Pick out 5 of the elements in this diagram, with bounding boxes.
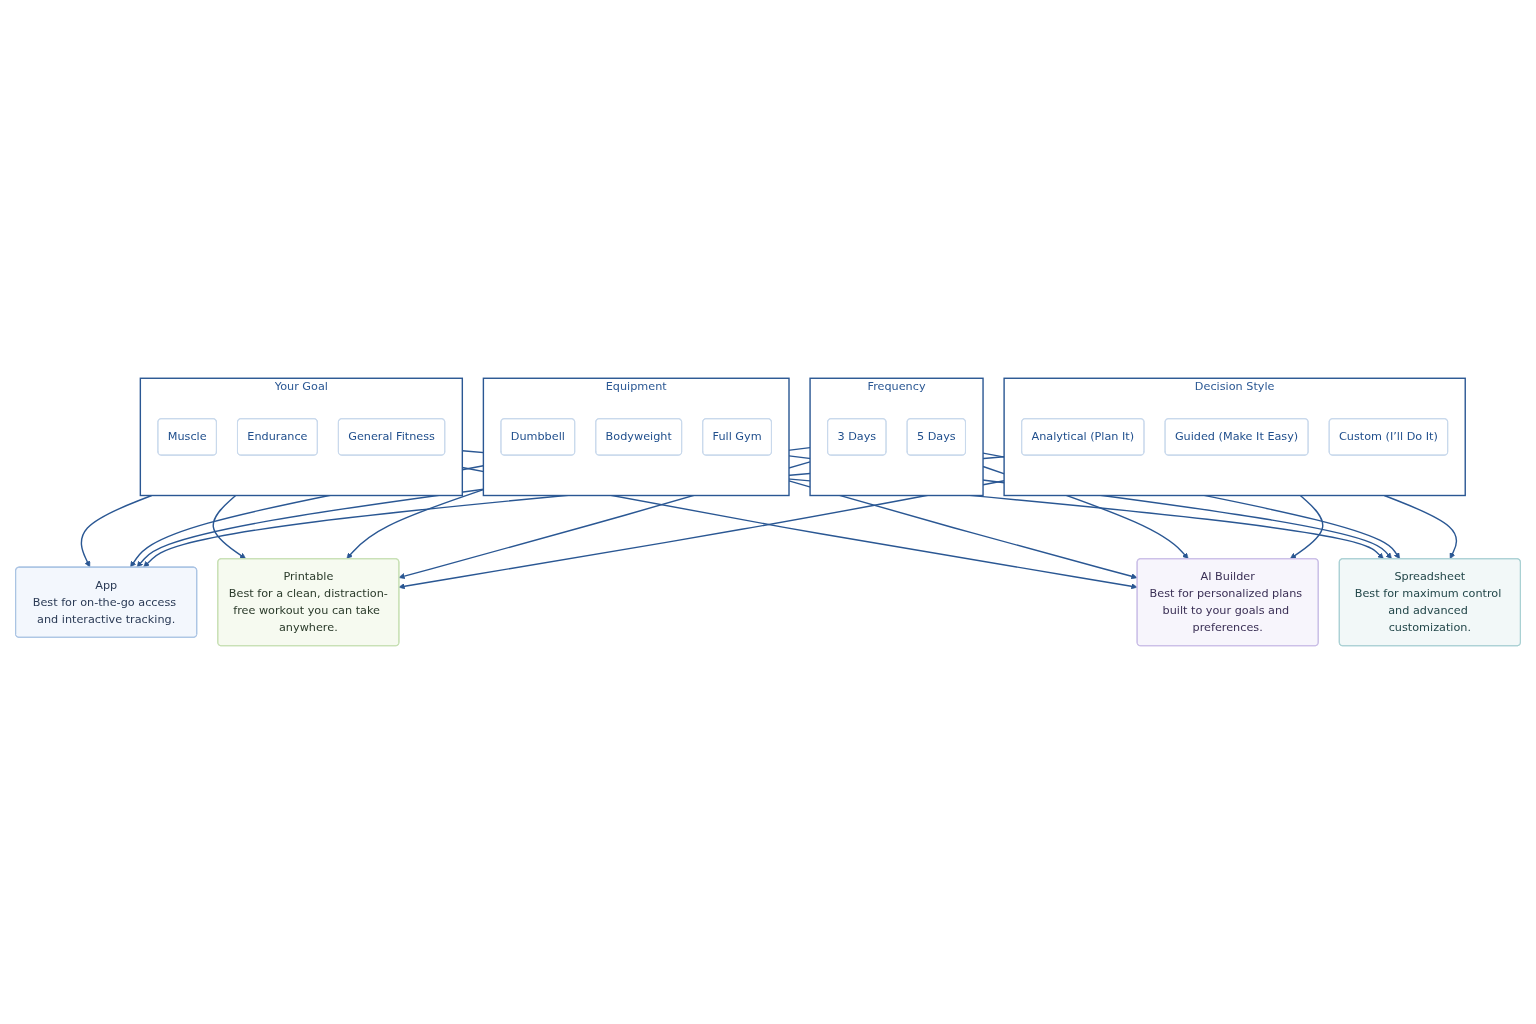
arrow [212, 494, 246, 559]
arrow [1383, 494, 1458, 559]
arrow [1290, 494, 1324, 559]
arrow [398, 480, 1005, 590]
arrow [80, 494, 153, 568]
